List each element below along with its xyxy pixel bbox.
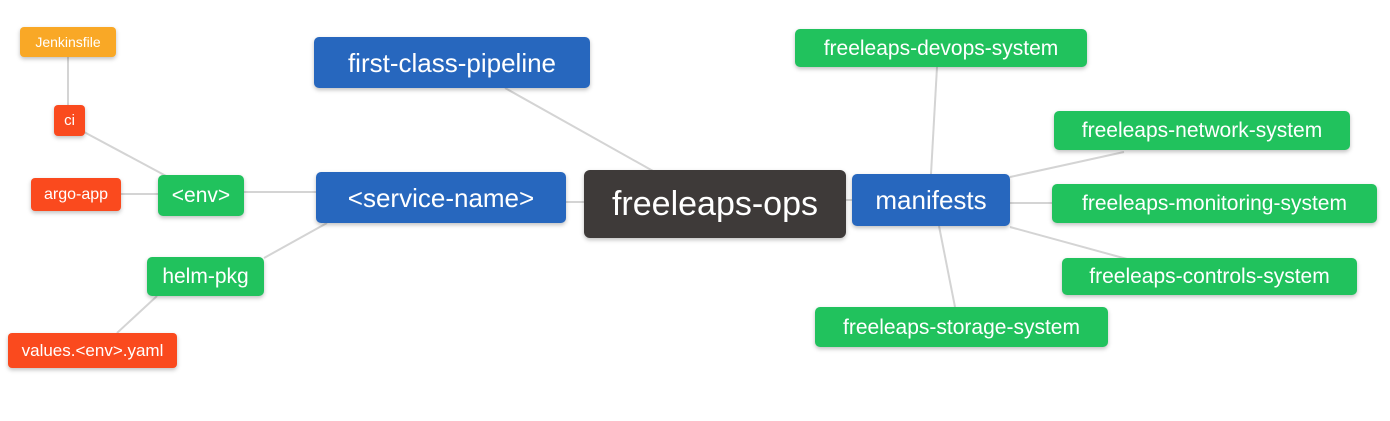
node-freeleaps-ops-root[interactable]: freeleaps-ops — [584, 170, 846, 238]
node-jenkinsfile[interactable]: Jenkinsfile — [20, 27, 116, 57]
node-env[interactable]: <env> — [158, 175, 244, 216]
node-freeleaps-devops-system[interactable]: freeleaps-devops-system — [795, 29, 1087, 67]
node-freeleaps-controls-system[interactable]: freeleaps-controls-system — [1062, 258, 1357, 295]
edge-manifests-controls-system — [1009, 226, 1128, 260]
node-values-env-yaml[interactable]: values.<env>.yaml — [8, 333, 177, 368]
node-freeleaps-network-system[interactable]: freeleaps-network-system — [1054, 111, 1350, 150]
edge-service-name-helm-pkg — [263, 222, 328, 259]
edge-manifests-storage-system — [938, 225, 956, 308]
node-argo-app[interactable]: argo-app — [31, 178, 121, 211]
node-first-class-pipeline[interactable]: first-class-pipeline — [314, 37, 590, 88]
edge-manifests-network-system — [1009, 151, 1125, 178]
edge-ci-env — [83, 131, 169, 178]
edge-first-class-pipeline-ops — [504, 87, 654, 172]
node-freeleaps-monitoring-system[interactable]: freeleaps-monitoring-system — [1052, 184, 1377, 223]
edge-helm-pkg-values-env-yaml — [116, 295, 158, 334]
edge-manifests-devops-system — [930, 66, 938, 175]
node-helm-pkg[interactable]: helm-pkg — [147, 257, 264, 296]
node-service-name[interactable]: <service-name> — [316, 172, 566, 223]
node-ci[interactable]: ci — [54, 105, 85, 136]
node-freeleaps-storage-system[interactable]: freeleaps-storage-system — [815, 307, 1108, 347]
node-manifests[interactable]: manifests — [852, 174, 1010, 226]
